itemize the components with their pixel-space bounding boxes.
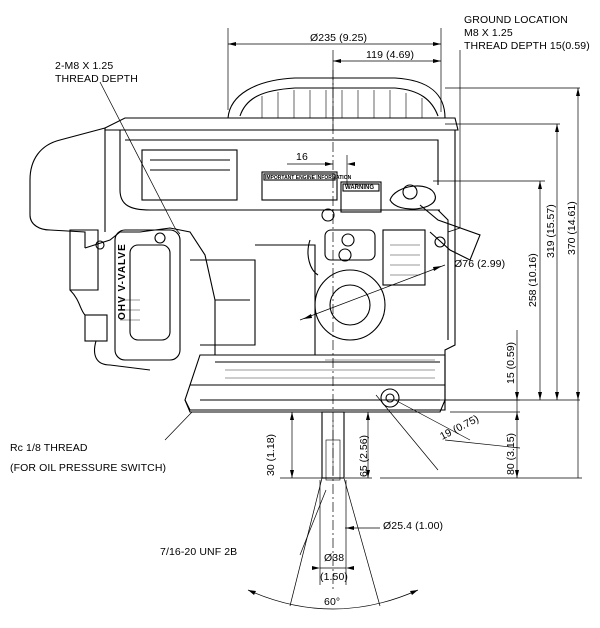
- shaft-thread-callout: 7/16-20 UNF 2B: [160, 546, 238, 558]
- dim-offset-16: 16: [296, 151, 308, 163]
- dim-head-diameter: Ø76 (2.99): [454, 258, 506, 270]
- dim-height-258: 258 (10.16): [527, 253, 539, 307]
- dim-height-15: 15 (0.59): [505, 341, 517, 384]
- dim-shaft-diameter: Ø25.4 (1.00): [383, 520, 444, 532]
- leader-lines: [99, 50, 461, 556]
- dim-height-319: 319 (15.57): [545, 204, 557, 258]
- ground-location-line3: THREAD DEPTH 15(0.59): [464, 40, 590, 52]
- dim-overall-width: Ø235 (9.25): [310, 32, 368, 44]
- mounting-holes-line2: THREAD DEPTH: [55, 73, 138, 85]
- dim-height-80: 80 (3.15): [505, 432, 517, 475]
- ground-location-line2: M8 X 1.25: [464, 27, 513, 39]
- dim-height-370: 370 (14.61): [566, 201, 578, 255]
- dim-center-to-edge: 119 (4.69): [366, 49, 415, 61]
- dimension-lines: [227, 28, 582, 610]
- mounting-holes-line1: 2-M8 X 1.25: [55, 60, 114, 72]
- dim-shaft-end-dia-in: (1.50): [320, 571, 349, 583]
- dim-height-65: 65 (2.56): [358, 434, 370, 477]
- warning-plate-label: WARNING: [345, 185, 374, 191]
- engine-body: [29, 77, 481, 481]
- oil-port-line2: (FOR OIL PRESSURE SWITCH): [10, 462, 167, 474]
- ground-location-line1: GROUND LOCATION: [464, 14, 568, 26]
- dim-shaft-end-dia: Ø38: [324, 552, 345, 564]
- valve-badge-label: OHV V-VALVE: [117, 243, 128, 320]
- info-plate-label: IMPORTANT ENGINE INFORMATION: [265, 175, 352, 181]
- dim-height-30: 30 (1.18): [265, 433, 277, 476]
- engine-detail-hatching: [120, 244, 435, 379]
- dim-angle: 60°: [324, 596, 341, 608]
- dimension-arrows: [228, 42, 580, 595]
- oil-port-line1: Rc 1/8 THREAD: [10, 442, 88, 454]
